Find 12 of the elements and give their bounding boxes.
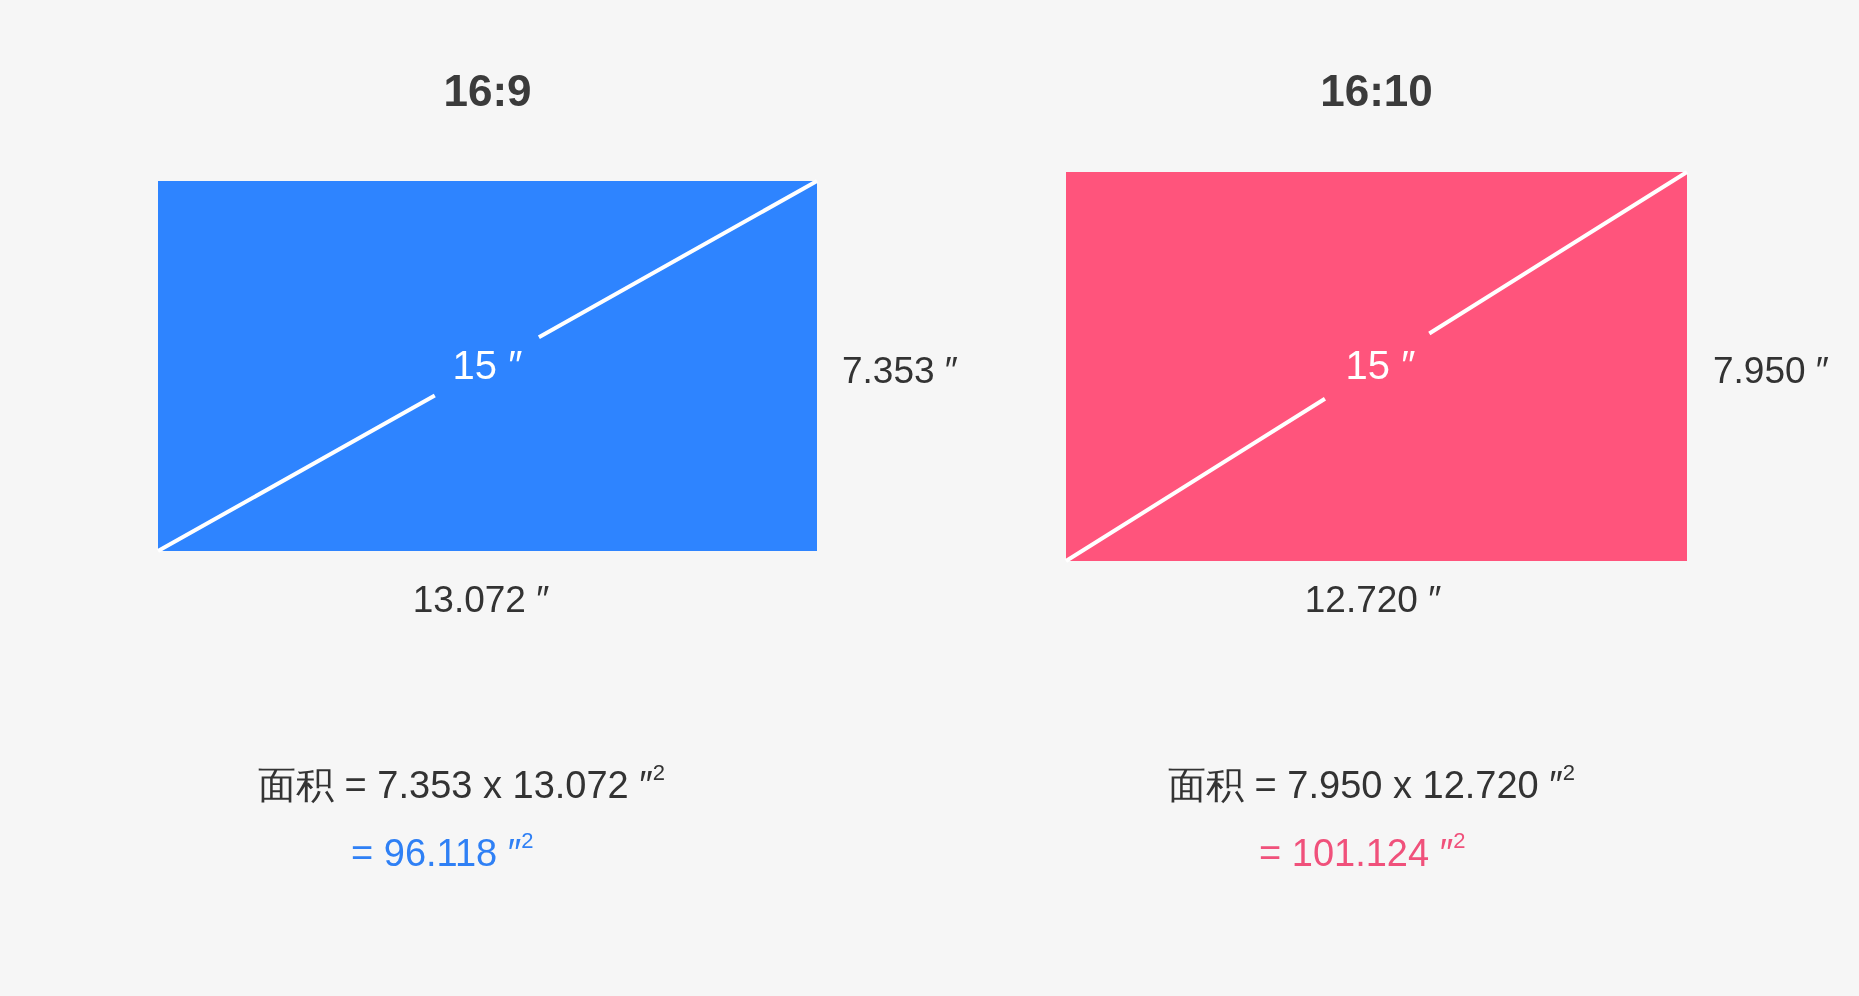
width-dimension-label: 12.720 ″ bbox=[1304, 580, 1442, 618]
diagonal-length-label: 15 ″ bbox=[452, 345, 523, 385]
height-dimension-label: 7.950 ″ bbox=[1713, 351, 1829, 389]
ratio-heading: 16:9 bbox=[443, 69, 532, 113]
area-formula: 面积 = 7.950 x 12.720 ″$^{2}$ bbox=[1168, 765, 1576, 807]
area-formula: 面积 = 7.353 x 13.072 ″$^{2}$ bbox=[258, 765, 666, 807]
height-dimension-label: 7.353 ″ bbox=[842, 351, 958, 389]
area-result: = 96.118 ″$^{2}$ bbox=[351, 833, 534, 875]
ratio-heading: 16:10 bbox=[1320, 69, 1433, 113]
area-result: = 101.124 ″$^{2}$ bbox=[1259, 833, 1466, 875]
diagonal-length-label: 15 ″ bbox=[1345, 344, 1416, 385]
width-dimension-label: 13.072 ″ bbox=[412, 580, 550, 618]
